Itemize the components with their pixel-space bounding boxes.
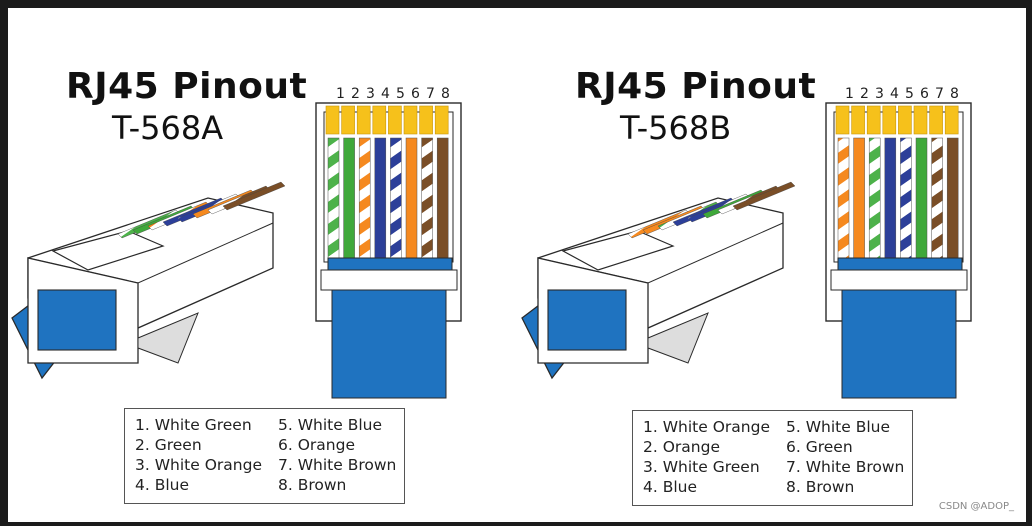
wire-pin-4 (374, 137, 387, 259)
pin-number: 6 (920, 86, 929, 102)
legend-item: 6. Green (786, 438, 853, 456)
wire-pin-7 (421, 137, 433, 259)
legend-item: 2. Green (135, 436, 202, 454)
wire-pin-2 (853, 137, 865, 259)
legend-item: 5. White Blue (786, 418, 891, 436)
legend-item: 4. Blue (643, 478, 698, 496)
plug-latch (647, 312, 709, 364)
wire-pin-8 (946, 137, 959, 259)
gold-contact (372, 105, 387, 135)
pin-number: 2 (860, 86, 869, 102)
gold-contact (388, 105, 402, 135)
legend-item: 4. Blue (135, 476, 190, 494)
pin-number: 4 (890, 86, 899, 102)
wire-pin-1 (837, 137, 850, 259)
gold-contact (325, 105, 340, 135)
pin-number: 8 (441, 86, 450, 102)
wire-pin-6 (405, 137, 418, 259)
gold-contact (944, 105, 959, 135)
panel-b-subtitle: T-568B (620, 109, 732, 147)
pin-number: 5 (396, 86, 405, 102)
gold-contact (341, 105, 355, 135)
cable-jacket (331, 289, 447, 399)
plug-wire-pin-8 (732, 181, 796, 211)
plug-tail (830, 269, 968, 291)
legend-item: 8. Brown (278, 476, 347, 494)
legend-item: 1. White Orange (643, 418, 770, 436)
wire-pin-4 (884, 137, 897, 259)
pin-number: 2 (351, 86, 360, 102)
wire-pin-3 (868, 137, 881, 259)
watermark: CSDN @ADOP_ (938, 501, 1014, 512)
gold-contact (866, 105, 881, 135)
panel-b-legend: 1. White Orange 2. Orange 3. White Green… (632, 410, 913, 506)
gold-contact (929, 105, 943, 135)
panel-a-front-view (11, 102, 972, 399)
wire-pin-8 (436, 137, 449, 259)
wire-pin-1 (327, 137, 340, 259)
legend-item: 5. White Blue (278, 416, 383, 434)
plug-cable-opening (547, 289, 627, 351)
panel-a-legend: 1. White Green 2. Green 3. White Orange … (124, 408, 405, 504)
wire-pin-7 (931, 137, 943, 259)
gold-contact (403, 105, 418, 135)
plug-wire-pin-8 (222, 181, 286, 211)
panel-b-title: RJ45 Pinout (575, 66, 817, 107)
gold-contact (419, 105, 433, 135)
plug-latch (137, 312, 199, 364)
legend-item: 8. Brown (786, 478, 855, 496)
panel-a-subtitle: T-568A (112, 109, 224, 147)
pin-number: 7 (935, 86, 944, 102)
wire-pin-6 (915, 137, 928, 259)
gold-contact (835, 105, 850, 135)
pin-number: 1 (336, 86, 345, 102)
legend-item: 6. Orange (278, 436, 355, 454)
gold-contact (434, 105, 449, 135)
perspective-plug (11, 181, 286, 380)
pin-number: 1 (845, 86, 854, 102)
legend-item: 7. White Brown (278, 456, 397, 474)
pin-number: 6 (411, 86, 420, 102)
legend-item: 1. White Green (135, 416, 252, 434)
pin-number: 5 (905, 86, 914, 102)
wire-pin-5 (390, 137, 402, 259)
legend-item: 3. White Green (643, 458, 760, 476)
legend-item: 3. White Orange (135, 456, 262, 474)
gold-contact (356, 105, 371, 135)
gold-contact (913, 105, 928, 135)
perspective-plug (521, 181, 796, 380)
gold-contact (882, 105, 897, 135)
gold-contact (898, 105, 912, 135)
wire-pin-3 (358, 137, 371, 259)
plug-window (51, 230, 165, 271)
plug-tail (320, 269, 458, 291)
plug-window (561, 230, 675, 271)
pin-number: 3 (366, 86, 375, 102)
legend-item: 7. White Brown (786, 458, 905, 476)
wire-pin-2 (343, 137, 355, 259)
plug-cable-opening (37, 289, 117, 351)
gold-contact (851, 105, 865, 135)
legend-item: 2. Orange (643, 438, 720, 456)
pin-number: 3 (875, 86, 884, 102)
cable-jacket (841, 289, 957, 399)
pin-number: 8 (950, 86, 959, 102)
panel-a-title: RJ45 Pinout (66, 66, 308, 107)
wire-pin-5 (900, 137, 912, 259)
pin-number: 7 (426, 86, 435, 102)
pin-number: 4 (381, 86, 390, 102)
